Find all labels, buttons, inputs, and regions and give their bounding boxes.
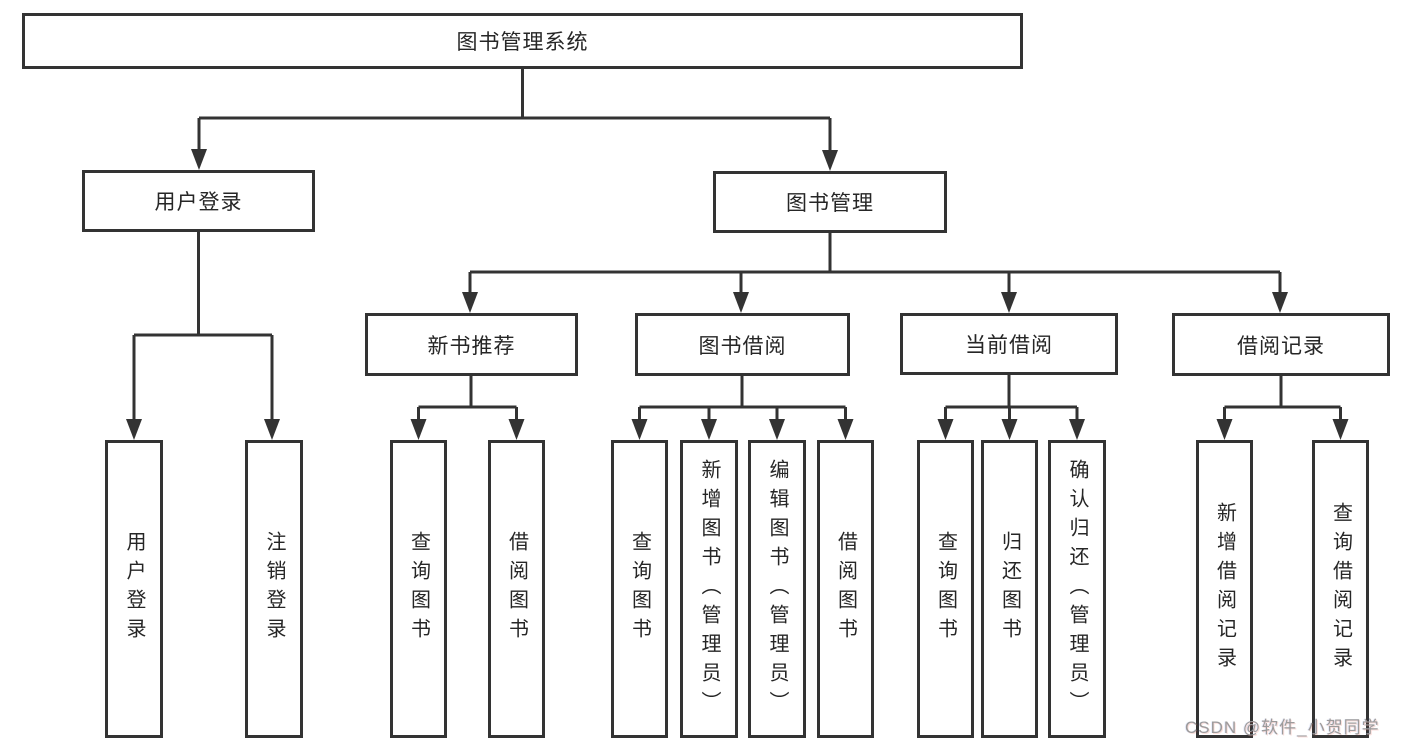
node-label: 注销登录 [263,531,285,647]
node-library-management-system: 图书管理系统 [22,13,1023,69]
node-label: 当前借阅 [965,334,1053,357]
arrowhead-icon [769,419,785,440]
arrowhead-icon [410,419,427,440]
leaf-logout: 注销登录 [245,440,303,738]
node-book-borrow: 图书借阅 [635,313,850,376]
leaf-add-book-admin: 新增图书（管理员） [680,440,738,738]
node-current-borrow: 当前借阅 [900,313,1118,375]
leaf-query-books-current: 查询图书 [917,440,974,738]
node-borrow-records: 借阅记录 [1172,313,1390,376]
arrowhead-icon [837,419,854,440]
connector-path-group [132,69,1342,420]
arrowhead-icon [462,292,478,313]
node-book-management: 图书管理 [713,171,947,233]
node-label: 用户登录 [123,531,145,647]
node-label: 查询图书 [934,531,957,647]
arrowhead-icon [822,150,838,171]
leaf-user-login: 用户登录 [105,440,163,738]
arrowhead-icon [508,419,525,440]
arrowheads [126,149,1349,440]
leaf-add-borrow-record: 新增借阅记录 [1196,440,1253,738]
connector-newbook-to-leaves [417,376,518,420]
node-label: 新增借阅记录 [1213,502,1236,676]
node-label: 新增图书（管理员） [698,458,720,720]
node-label: 新书推荐 [427,334,516,358]
node-label: 图书管理系统 [456,31,589,54]
arrowhead-icon [1001,292,1017,313]
node-label: 查询图书 [628,531,651,647]
arrowhead-icon [1001,419,1018,440]
node-label: 用户登录 [154,191,243,214]
node-label: 图书管理 [786,192,874,215]
leaf-query-books-recommend: 查询图书 [390,440,447,738]
node-label: 归还图书 [998,531,1021,647]
arrowhead-icon [1332,419,1349,440]
connector-bookborrow-to-leaves [638,376,847,420]
connector-root-to-level2 [197,69,832,151]
node-label: 借阅图书 [834,531,857,647]
node-new-book-recommend: 新书推荐 [365,313,578,376]
node-label: 编辑图书（管理员） [766,458,788,720]
connector-bookmgmt-to-level3 [468,233,1282,293]
arrowhead-icon [1216,419,1233,440]
connector-currentborrow-to-leaves [944,375,1079,420]
arrowhead-icon [126,419,142,440]
leaf-confirm-return-admin: 确认归还（管理员） [1048,440,1106,738]
leaf-borrow-books: 借阅图书 [817,440,874,738]
node-label: 查询借阅记录 [1329,502,1352,676]
node-label: 借阅图书 [505,531,528,647]
leaf-borrow-books-recommend: 借阅图书 [488,440,545,738]
arrowhead-icon [631,419,648,440]
leaf-edit-book-admin: 编辑图书（管理员） [748,440,806,738]
node-user-login: 用户登录 [82,170,315,232]
arrowhead-icon [1069,419,1085,440]
leaf-query-borrow-record: 查询借阅记录 [1312,440,1369,738]
node-label: 图书借阅 [698,334,787,358]
leaf-return-book: 归还图书 [981,440,1038,738]
leaf-query-books-borrow: 查询图书 [611,440,668,738]
connector-userlogin-to-leaves [132,232,274,420]
node-label: 查询图书 [407,531,430,647]
arrowhead-icon [264,419,280,440]
connector-records-to-leaves [1223,375,1342,420]
node-label: 确认归还（管理员） [1066,458,1088,720]
node-label: 借阅记录 [1237,334,1325,358]
arrowhead-icon [937,419,954,440]
arrowhead-icon [191,149,207,170]
arrowhead-icon [701,419,717,440]
arrowhead-icon [1272,292,1288,313]
arrowhead-icon [733,292,749,313]
